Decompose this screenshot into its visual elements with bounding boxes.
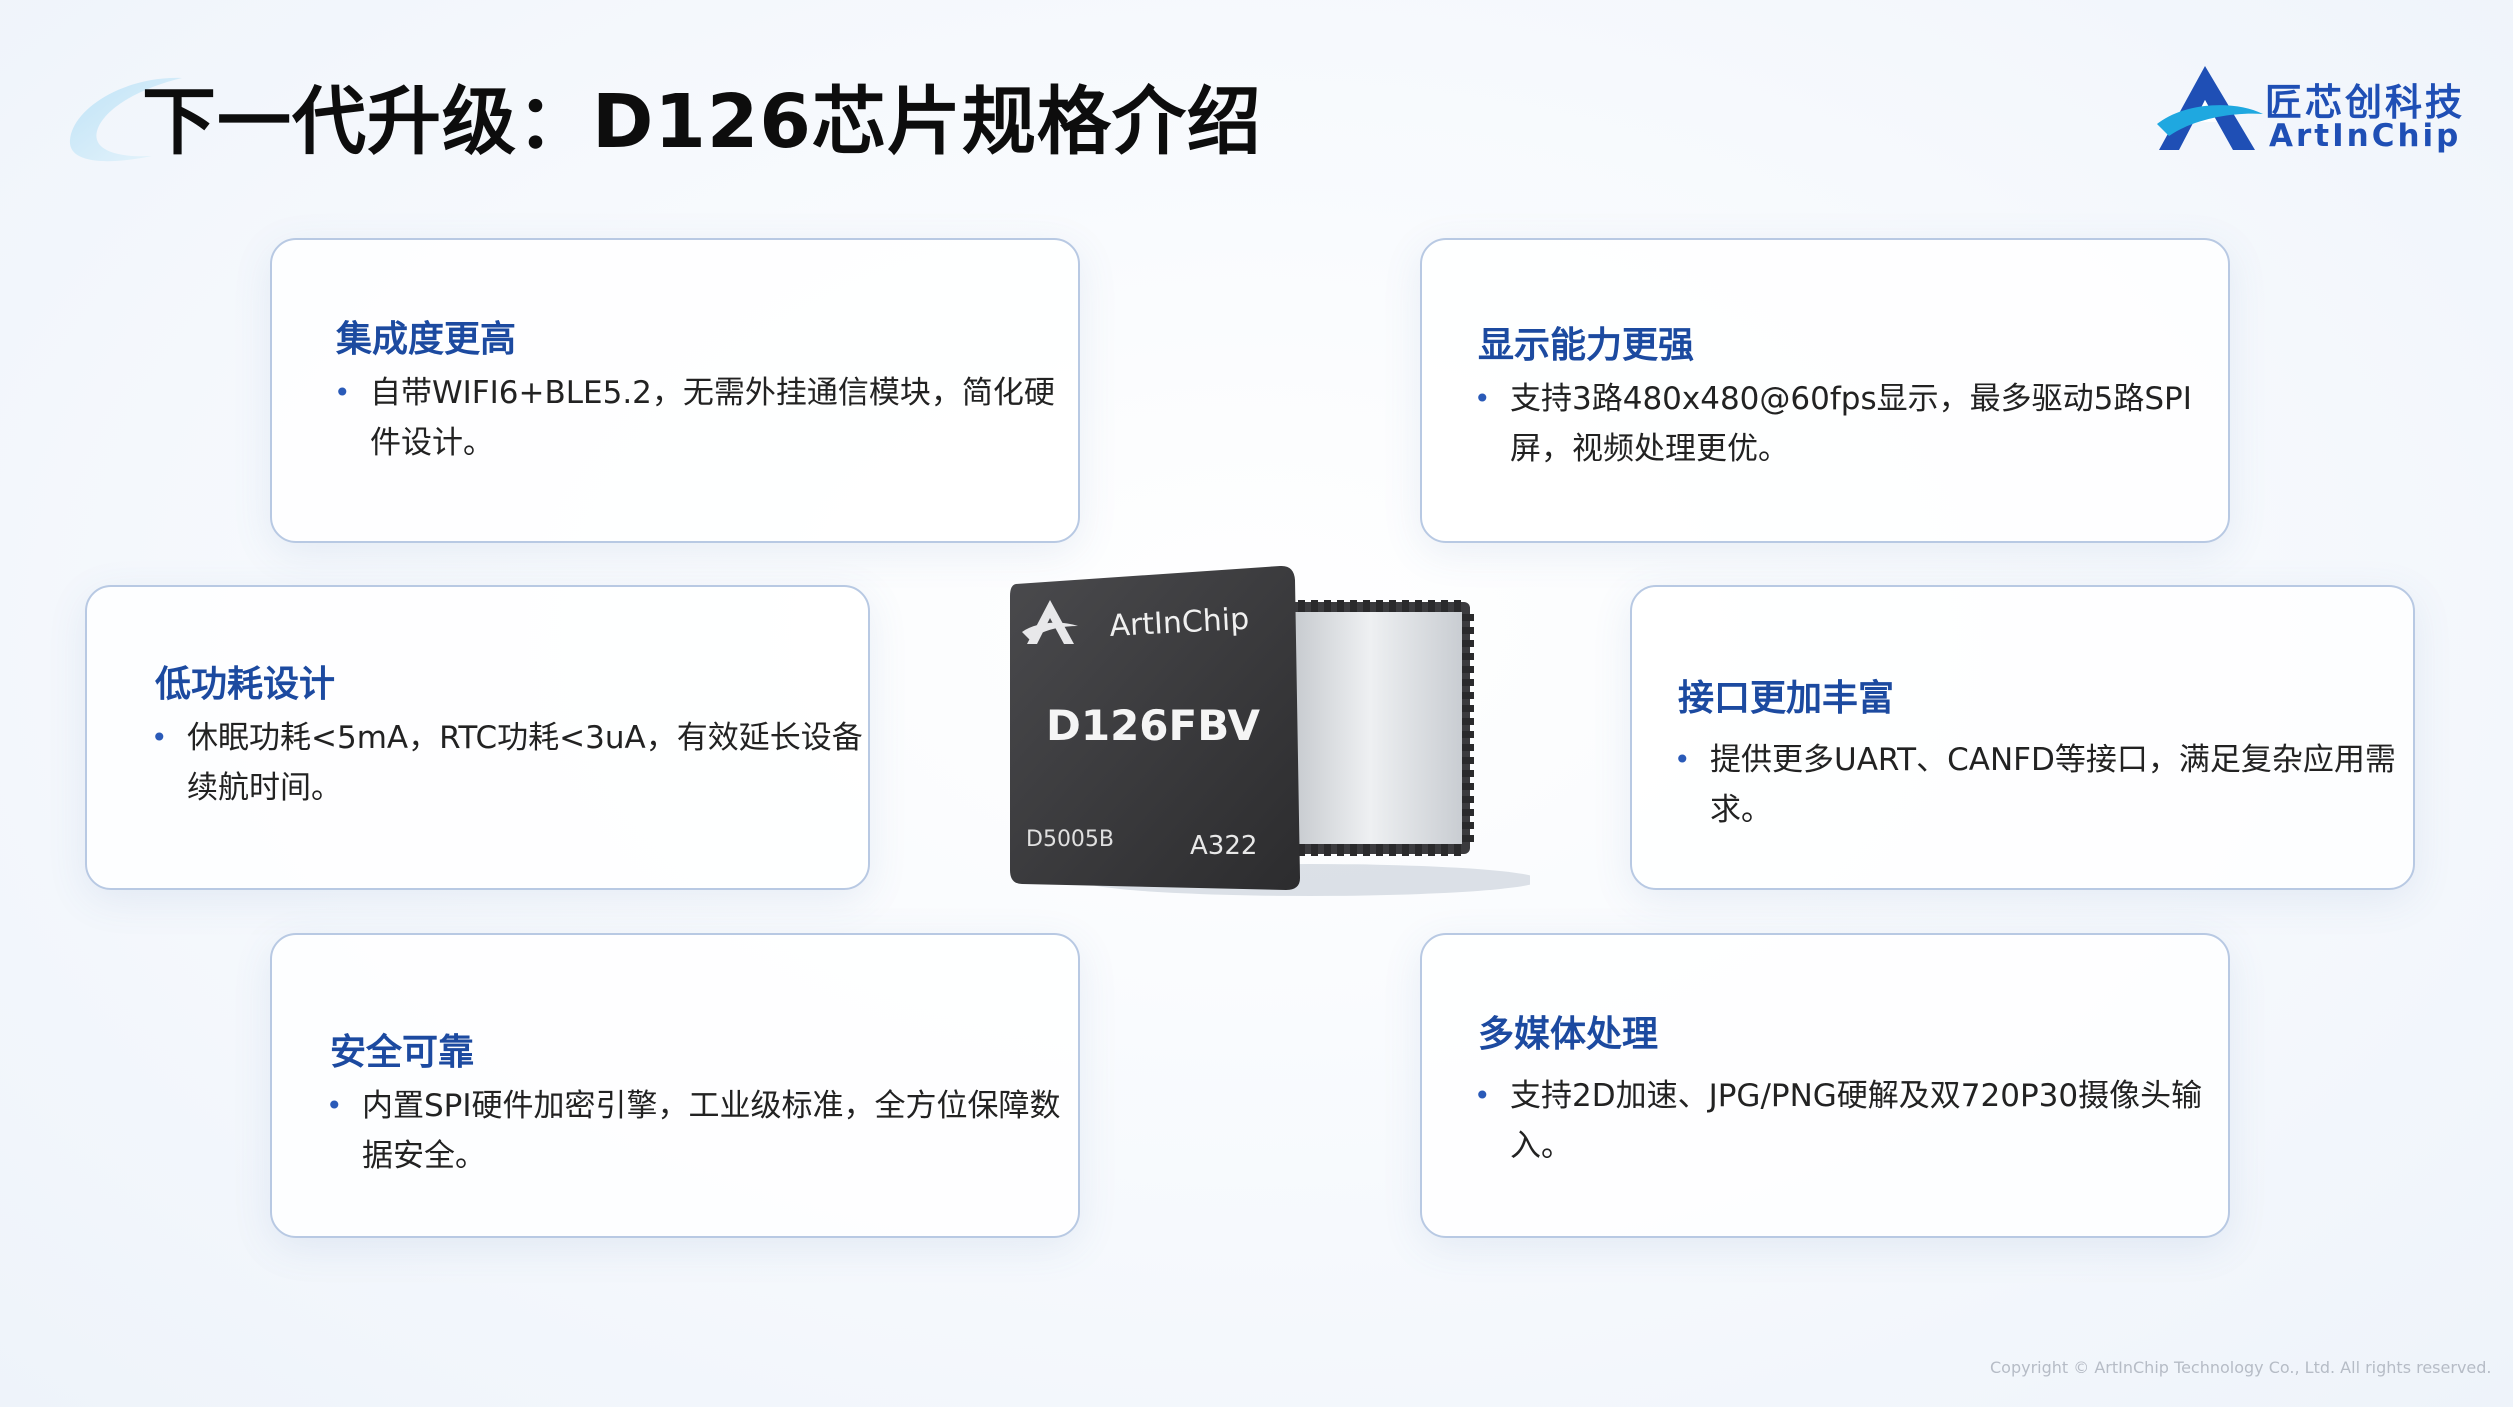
card-text: • 休眠功耗<5mA，RTC功耗<3uA，有效延长设备续航时间。 xyxy=(151,713,877,813)
bullet-icon: • xyxy=(326,1089,343,1122)
card-title: 低功耗设计 xyxy=(155,664,336,705)
card-title: 多媒体处理 xyxy=(1478,1014,1659,1055)
d126-chip-illustration: ArtInChip D126FBV D5005B A322 xyxy=(1010,565,1530,896)
chip-code-right: A322 xyxy=(1190,831,1257,861)
bullet-icon: • xyxy=(151,721,168,754)
bullet-icon: • xyxy=(1474,1079,1491,1112)
bullet-icon: • xyxy=(1474,382,1491,415)
card-text: • 内置SPI硬件加密引擎，工业级标准，全方位保障数据安全。 xyxy=(326,1081,1072,1181)
card-text-content: 休眠功耗<5mA，RTC功耗<3uA，有效延长设备续航时间。 xyxy=(187,720,863,806)
card-text: • 支持2D加速、JPG/PNG硬解及双720P30摄像头输入。 xyxy=(1474,1071,2230,1171)
card-text-content: 自带WIFI6+BLE5.2，无需外挂通信模块，简化硬件设计。 xyxy=(370,375,1055,461)
logo-text-cn: 匠芯创科技 xyxy=(2265,81,2465,124)
logo-text-en: ArtInChip xyxy=(2269,118,2462,154)
card-text-content: 内置SPI硬件加密引擎，工业级标准，全方位保障数据安全。 xyxy=(362,1088,1061,1174)
page-title: 下一代升级：D126芯片规格介绍 xyxy=(142,79,1262,165)
feature-card-interfaces: 接口更加丰富 • 提供更多UART、CANFD等接口，满足复杂应用需求。 xyxy=(1630,585,2415,890)
card-title: 显示能力更强 xyxy=(1478,325,1695,366)
card-title: 接口更加丰富 xyxy=(1678,678,1895,719)
company-logo: 匠芯创科技 ArtInChip xyxy=(2155,62,2462,162)
chip-brand-text: ArtInChip xyxy=(1109,602,1250,644)
card-text-content: 支持2D加速、JPG/PNG硬解及双720P30摄像头输入。 xyxy=(1510,1078,2203,1164)
card-text: • 支持3路480x480@60fps显示，最多驱动5路SPI屏，视频处理更优。 xyxy=(1474,374,2230,474)
card-text: • 提供更多UART、CANFD等接口，满足复杂应用需求。 xyxy=(1674,735,2430,835)
card-title: 安全可靠 xyxy=(330,1032,475,1073)
feature-card-security: 安全可靠 • 内置SPI硬件加密引擎，工业级标准，全方位保障数据安全。 xyxy=(270,933,1080,1238)
bullet-icon: • xyxy=(1674,743,1691,776)
card-text: • 自带WIFI6+BLE5.2，无需外挂通信模块，简化硬件设计。 xyxy=(334,368,1060,468)
copyright-text: Copyright © ArtInChip Technology Co., Lt… xyxy=(1990,1358,2492,1377)
card-title: 集成度更高 xyxy=(336,319,517,360)
bullet-icon: • xyxy=(334,376,351,409)
artinchip-logo-icon xyxy=(2157,66,2263,150)
chip-logo-icon xyxy=(1022,600,1078,644)
feature-card-integration: 集成度更高 • 自带WIFI6+BLE5.2，无需外挂通信模块，简化硬件设计。 xyxy=(270,238,1080,543)
title-swoosh-decoration xyxy=(69,77,182,162)
card-text-content: 提供更多UART、CANFD等接口，满足复杂应用需求。 xyxy=(1710,742,2396,828)
feature-card-display: 显示能力更强 • 支持3路480x480@60fps显示，最多驱动5路SPI屏，… xyxy=(1420,238,2230,543)
chip-model-text: D126FBV xyxy=(1046,701,1261,750)
feature-card-multimedia: 多媒体处理 • 支持2D加速、JPG/PNG硬解及双720P30摄像头输入。 xyxy=(1420,933,2230,1238)
feature-card-low-power: 低功耗设计 • 休眠功耗<5mA，RTC功耗<3uA，有效延长设备续航时间。 xyxy=(85,585,870,890)
card-text-content: 支持3路480x480@60fps显示，最多驱动5路SPI屏，视频处理更优。 xyxy=(1510,381,2192,467)
chip-code-left: D5005B xyxy=(1026,827,1114,852)
